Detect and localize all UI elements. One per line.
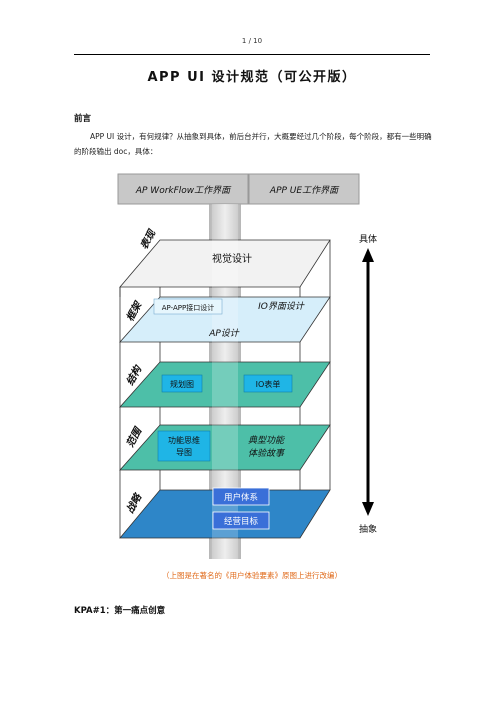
layer-surface bbox=[119, 239, 331, 288]
ap-design-text: AP设计 bbox=[208, 328, 240, 339]
header-left-label: AP WorkFlow工作界面 bbox=[135, 185, 232, 196]
header-tab-left bbox=[117, 173, 249, 205]
io-table-box bbox=[243, 374, 293, 393]
preface-heading: 前言 bbox=[74, 114, 92, 124]
page-number: 1 / 10 bbox=[241, 37, 263, 45]
business-goal-text: 经营目标 bbox=[224, 516, 259, 527]
concrete-label: 具体 bbox=[359, 233, 377, 245]
figure-caption: （上图是在著名的《用户体验要素》原图上进行改编） bbox=[162, 571, 342, 580]
user-system-text: 用户体系 bbox=[224, 492, 258, 503]
function-mindmap-box bbox=[157, 430, 211, 462]
ux-elements-figure: AP WorkFlow工作界面 APP UE工作界面 表现 框架 结构 范围 战… bbox=[117, 173, 377, 559]
ux-elements-diagram: AP WorkFlow工作界面 APP UE工作界面 表现 框架 结构 范围 战… bbox=[116, 172, 396, 562]
planning-chart-text: 规划图 bbox=[170, 379, 194, 389]
layer-structure bbox=[119, 361, 331, 408]
header-right-label: APP UE工作界面 bbox=[269, 185, 340, 196]
arrow-down-head bbox=[362, 502, 374, 516]
visual-design-text: 视觉设计 bbox=[212, 252, 252, 265]
user-system-box bbox=[212, 487, 270, 506]
function-mindmap-text-2: 导图 bbox=[176, 448, 192, 457]
function-mindmap-text-1: 功能思维 bbox=[168, 435, 200, 445]
typical-story-text-1: 典型功能 bbox=[248, 435, 285, 446]
io-table-text: IO表单 bbox=[256, 379, 281, 389]
business-goal-box bbox=[212, 511, 270, 530]
io-interface-text: IO界面设计 bbox=[258, 301, 305, 312]
ap-app-interface-box bbox=[153, 298, 223, 315]
preface-paragraph: APP UI 设计，有何规律？从抽象到具体，前后台并行，大概要经过几个阶段，每个… bbox=[74, 132, 432, 156]
abstract-label: 抽象 bbox=[359, 523, 377, 535]
planning-chart-box bbox=[161, 374, 203, 393]
kpa-heading: KPA#1：第一痛点创意 bbox=[74, 606, 166, 616]
arrow-up-head bbox=[362, 248, 374, 262]
typical-story-text-2: 体验故事 bbox=[248, 448, 286, 459]
ap-app-interface-text: AP-APP接口设计 bbox=[162, 303, 214, 312]
header-rule bbox=[74, 54, 430, 55]
header-tab-right bbox=[248, 173, 360, 205]
page-title: APP UI 设计规范（可公开版） bbox=[147, 70, 357, 85]
